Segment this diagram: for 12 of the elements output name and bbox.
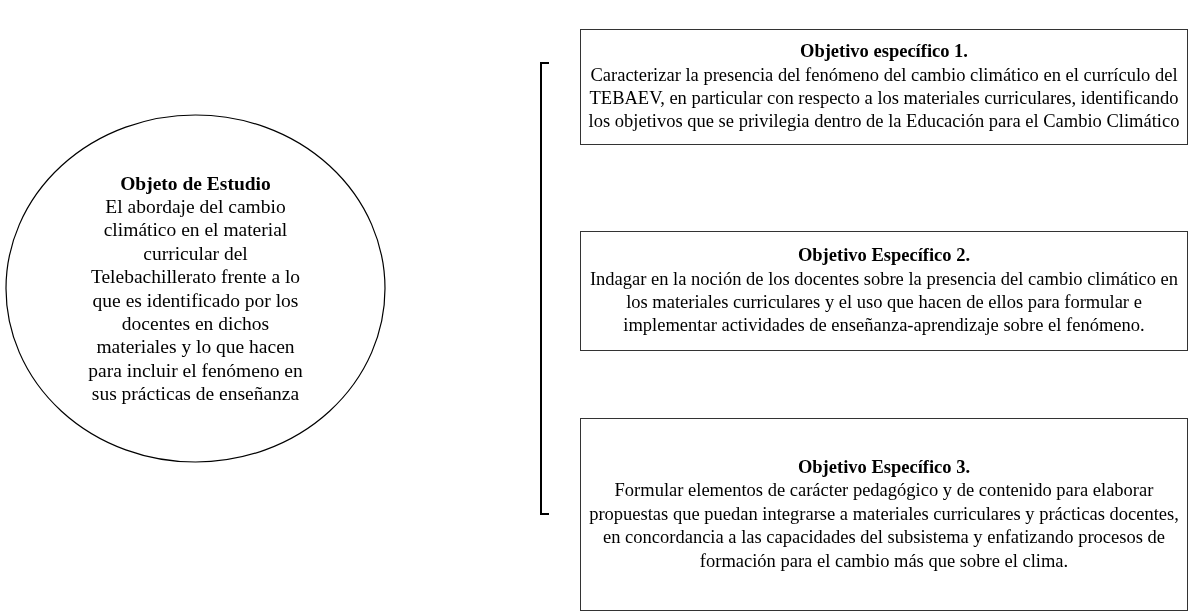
description: Indagar en la noción de los docentes sobre la presencia del cambio climático en los materiales curriculares y el uso que hacen de ellos para formular e implementar actividades de enseñanza-aprendizaje sobre el fenómeno. (588, 267, 1180, 338)
description: El abordaje del cambio climático en el material curricular del Telebachillerato frente a lo que es identificado por los docentes en dichos materiales y lo que hacen para incluir el fenómeno en sus prácticas de enseñanza (87, 194, 304, 406)
objective-box (580, 231, 1188, 351)
description: Caracterizar la presencia del fenómeno del cambio climático en el currículo del TEBAEV, en particular con respecto a los materiales curriculares, identificando los objetivos que se privilegia dentro de la Educación para el Cambio Climático (587, 63, 1181, 134)
heading: Objetivo Específico 3. (797, 455, 971, 479)
heading: Objetivo Específico 2. (797, 244, 971, 268)
description: Formular elementos de carácter pedagógico y de contenido para elaborar propuestas que puedan integrarse a materiales curriculares y prácticas docentes, en concordancia a las capacidades del subsistema y enfatizando procesos de formación para el cambio más que sobre el clima. (588, 479, 1180, 573)
objective-box (580, 29, 1188, 145)
ellipse-node (5, 114, 386, 463)
objective-box (580, 418, 1188, 611)
heading: Objetivo específico 1. (800, 40, 968, 64)
heading: Objeto de Estudio (120, 171, 271, 195)
